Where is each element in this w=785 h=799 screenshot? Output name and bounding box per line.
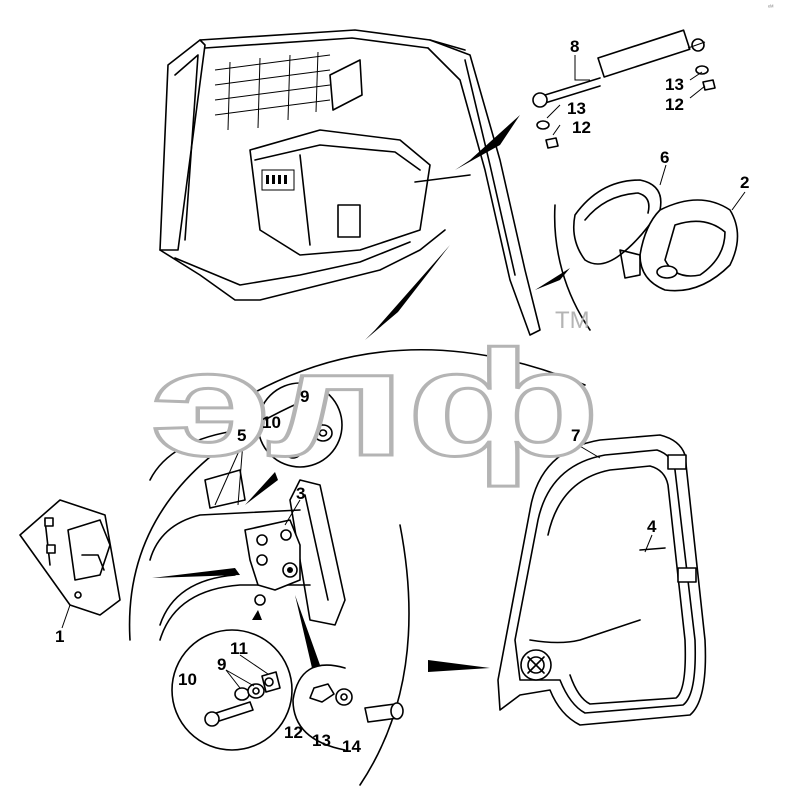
nut-washer-pin-group xyxy=(292,664,404,751)
strut-fasteners xyxy=(536,65,716,149)
striker-plate xyxy=(19,499,121,616)
detail-arc xyxy=(359,524,410,786)
callout-12: 12 xyxy=(572,118,591,137)
callout-8: 8 xyxy=(570,37,579,56)
callout-12: 12 xyxy=(284,723,303,742)
pointer-wedge xyxy=(252,610,262,620)
callout-5: 5 xyxy=(237,426,246,445)
watermark-tm: TM xyxy=(555,307,590,334)
callout-13: 13 xyxy=(567,99,586,118)
watermark: элф TM xyxy=(149,307,602,489)
callout-1: 1 xyxy=(55,627,64,646)
leader-lines xyxy=(61,55,746,689)
pointer-wedge xyxy=(455,115,520,170)
pointer-wedge xyxy=(152,568,240,578)
callout-12: 12 xyxy=(665,95,684,114)
handle-detail xyxy=(553,179,739,331)
callout-4: 4 xyxy=(647,517,657,536)
callout-11: 11 xyxy=(230,639,248,658)
pointer-wedge xyxy=(535,268,570,290)
gas-strut xyxy=(532,29,706,108)
callout-13: 13 xyxy=(665,75,684,94)
watermark-text: элф xyxy=(150,319,600,487)
callout-3: 3 xyxy=(296,484,305,503)
detail-arc xyxy=(128,389,331,641)
callout-labels: 8 13 12 13 12 6 2 10 9 5 3 7 4 1 11 9 10… xyxy=(55,37,749,756)
callout-13: 13 xyxy=(312,731,331,750)
cab-door xyxy=(497,434,707,726)
callout-9: 9 xyxy=(217,655,226,674)
cab-frame xyxy=(159,29,541,336)
callout-14: 14 xyxy=(342,737,361,756)
callout-10: 10 xyxy=(262,413,281,432)
pointer-wedge xyxy=(245,472,278,505)
bolt-washer-circle-bottom xyxy=(171,629,293,751)
pointer-wedge xyxy=(428,660,490,672)
callout-10: 10 xyxy=(178,670,197,689)
corner-mark: ᵉᴹ xyxy=(768,4,773,11)
callout-2: 2 xyxy=(740,173,749,192)
callout-9: 9 xyxy=(300,387,309,406)
pointer-wedge xyxy=(295,595,320,668)
callout-7: 7 xyxy=(571,426,580,445)
detail-arc xyxy=(209,348,586,421)
bolt-washer-circle-top xyxy=(257,382,343,468)
callout-6: 6 xyxy=(660,148,669,167)
latch-detail xyxy=(149,429,346,641)
